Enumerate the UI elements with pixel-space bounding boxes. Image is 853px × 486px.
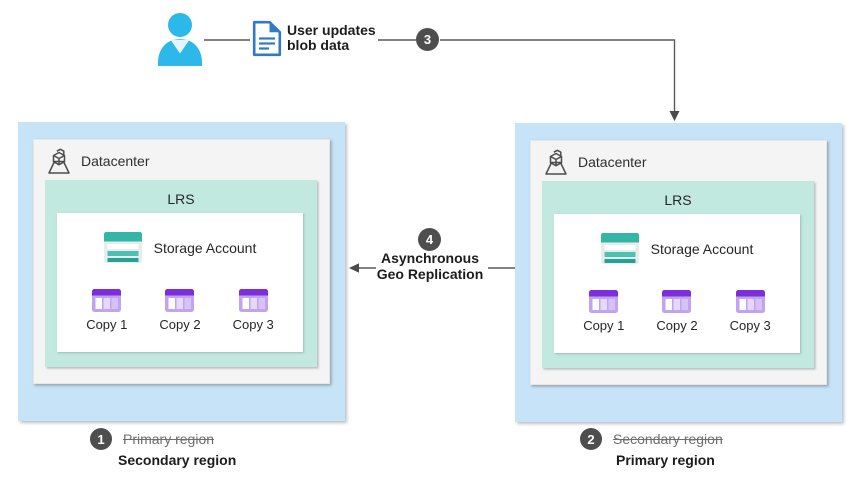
storage-account-icon <box>600 233 639 264</box>
secondary-current-role: Secondary region <box>118 452 237 468</box>
replication-line2: Geo Replication <box>376 265 484 282</box>
lrs-label: LRS <box>167 191 195 207</box>
copy-label: Copy 1 <box>583 318 625 333</box>
copy-label: Copy 2 <box>656 318 698 333</box>
step-badge-4: 4 <box>418 228 441 251</box>
copy-1: Copy 1 <box>86 289 127 332</box>
lrs-box-left: LRS Storage Account <box>45 180 317 367</box>
copy-icon <box>238 289 268 312</box>
copy-label: Copy 2 <box>159 317 201 332</box>
datacenter-header-right: Datacenter <box>544 148 646 176</box>
copy-label: Copy 1 <box>86 317 128 332</box>
copies-row: Copy 1 Copy 2 <box>554 290 800 333</box>
copy-icon <box>662 290 692 313</box>
storage-account-label: Storage Account <box>650 240 754 257</box>
datacenter-label: Datacenter <box>578 154 647 170</box>
primary-current-role: Primary region <box>616 452 715 468</box>
copy-2: Copy 2 <box>656 290 698 333</box>
copy-2: Copy 2 <box>159 289 201 332</box>
secondary-region-box: Datacenter LRS Storage Account <box>18 122 345 421</box>
lrs-box-right: LRS Storage Account <box>542 181 814 368</box>
arrowhead-down-icon <box>669 111 680 121</box>
datacenter-box-left: Datacenter LRS Storage Account <box>33 139 330 384</box>
lrs-label: LRS <box>664 192 692 208</box>
step-badge-3: 3 <box>416 28 439 51</box>
datacenter-header-left: Datacenter <box>47 147 149 175</box>
copy-icon <box>92 289 122 312</box>
replication-label: Asynchronous Geo Replication <box>355 250 505 282</box>
primary-previous-role: Secondary region <box>613 431 723 447</box>
copy-icon <box>165 289 195 312</box>
copy-label: Copy 3 <box>232 317 274 332</box>
datacenter-box-right: Datacenter LRS Storage Account <box>530 140 827 385</box>
step-badge-1: 1 <box>90 428 112 450</box>
datacenter-icon <box>545 149 567 175</box>
datacenter-icon <box>48 148 70 174</box>
datacenter-label: Datacenter <box>81 153 150 169</box>
storage-box-right: Storage Account Copy 1 <box>554 214 800 353</box>
copy-1: Copy 1 <box>583 290 624 333</box>
copy-label: Copy 3 <box>729 318 771 333</box>
storage-account-label: Storage Account <box>153 239 257 256</box>
step-badge-2: 2 <box>580 428 602 450</box>
user-action-line1: User updates <box>287 22 376 38</box>
replication-line1: Asynchronous <box>380 250 479 266</box>
storage-account-row: Storage Account <box>554 233 800 264</box>
storage-account-icon <box>103 232 142 263</box>
primary-region-box: Datacenter LRS Storage Account <box>515 123 842 422</box>
document-icon <box>252 20 282 57</box>
copy-icon <box>589 290 619 313</box>
copy-icon <box>735 290 765 313</box>
user-action-label: User updates blob data <box>287 23 376 53</box>
line-badge3-to-primary-region <box>440 39 676 112</box>
user-action-line2: blob data <box>287 37 350 53</box>
secondary-previous-role: Primary region <box>123 431 215 447</box>
storage-account-row: Storage Account <box>57 232 303 263</box>
copies-row: Copy 1 Copy 2 <box>57 289 303 332</box>
copy-3: Copy 3 <box>233 289 274 332</box>
person-icon <box>157 12 203 66</box>
copy-3: Copy 3 <box>730 290 771 333</box>
storage-box-left: Storage Account Copy 1 <box>57 213 303 352</box>
